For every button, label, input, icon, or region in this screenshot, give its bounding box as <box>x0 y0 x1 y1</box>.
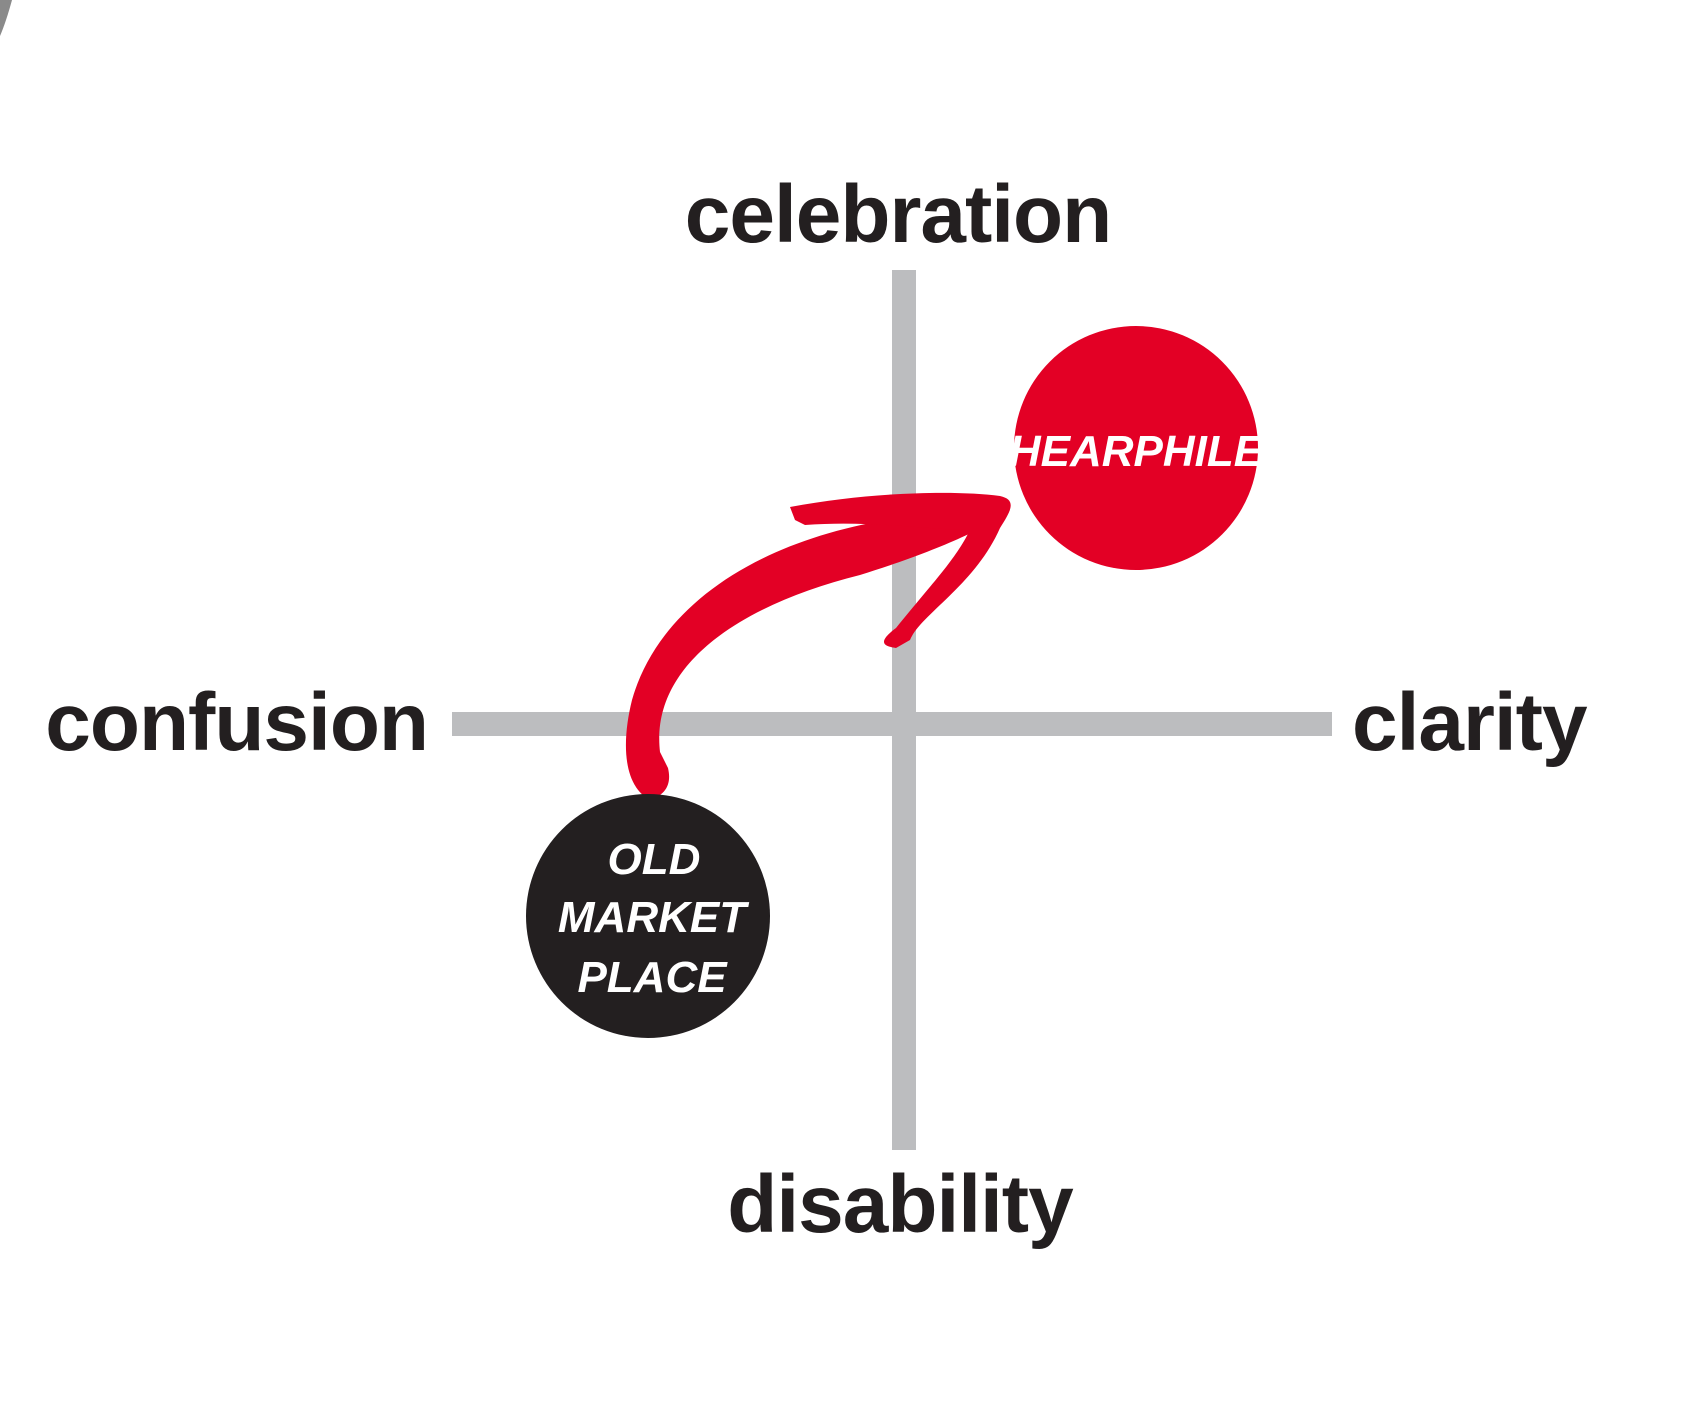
arrow-shaft <box>625 510 1010 800</box>
quadrant-axes <box>452 270 1332 1150</box>
old-market-place-label-line-2: MARKET <box>558 893 749 942</box>
horizontal-axis-line <box>452 712 1332 736</box>
transition-arrow <box>625 492 1011 800</box>
hearphile-node: HEARPHILE <box>1009 326 1265 570</box>
axis-label-bottom: disability <box>727 1159 1074 1250</box>
old-market-place-circle <box>526 794 770 1038</box>
arrow-head <box>790 492 1011 648</box>
axis-label-right: clarity <box>1352 677 1588 768</box>
vertical-axis-line <box>892 270 916 1150</box>
axis-label-left: confusion <box>45 677 428 768</box>
old-market-place-label-line-1: OLD <box>608 835 701 884</box>
axis-label-top: celebration <box>685 169 1111 260</box>
old-market-place-label-line-3: PLACE <box>577 953 728 1002</box>
old-market-place-node: OLD MARKET PLACE <box>526 794 770 1038</box>
hearphile-label: HEARPHILE <box>1009 427 1265 476</box>
corner-mark <box>0 0 12 36</box>
hearphile-circle <box>1014 326 1258 570</box>
